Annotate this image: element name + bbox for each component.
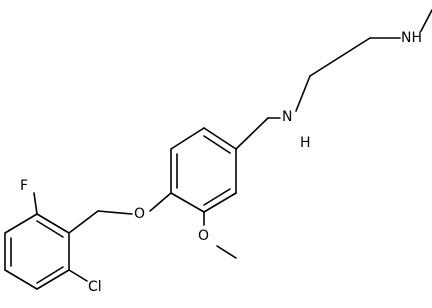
secondary-amine-nitrogen-label: N xyxy=(282,109,292,125)
bond xyxy=(36,220,64,238)
chlorine-label: Cl xyxy=(88,279,102,295)
bond xyxy=(203,135,231,154)
bond xyxy=(309,37,371,77)
ether-oxygen-label: O xyxy=(134,206,145,222)
bond xyxy=(295,75,311,112)
bond xyxy=(170,192,205,213)
bond xyxy=(4,269,38,290)
bond xyxy=(36,266,64,284)
bond xyxy=(216,245,237,259)
bond xyxy=(420,9,432,32)
bond xyxy=(97,210,133,215)
bond xyxy=(36,269,70,290)
bond xyxy=(149,192,172,212)
methoxy-oxygen-label: O xyxy=(198,228,209,244)
bond xyxy=(170,127,205,150)
secondary-amine-hydrogen-label: H xyxy=(300,135,311,151)
bond xyxy=(68,210,99,234)
bond xyxy=(36,213,70,234)
terminal-amine-label: NH xyxy=(401,30,422,46)
bond xyxy=(68,269,88,282)
bond xyxy=(203,127,237,150)
bond-group xyxy=(4,9,432,290)
bond xyxy=(33,192,38,215)
bond xyxy=(203,188,231,206)
bond xyxy=(203,192,237,213)
bond xyxy=(4,213,38,234)
bond xyxy=(235,117,269,150)
fluorine-label: F xyxy=(20,178,28,194)
atom-label-group: F O O N H NH Cl xyxy=(20,30,422,295)
